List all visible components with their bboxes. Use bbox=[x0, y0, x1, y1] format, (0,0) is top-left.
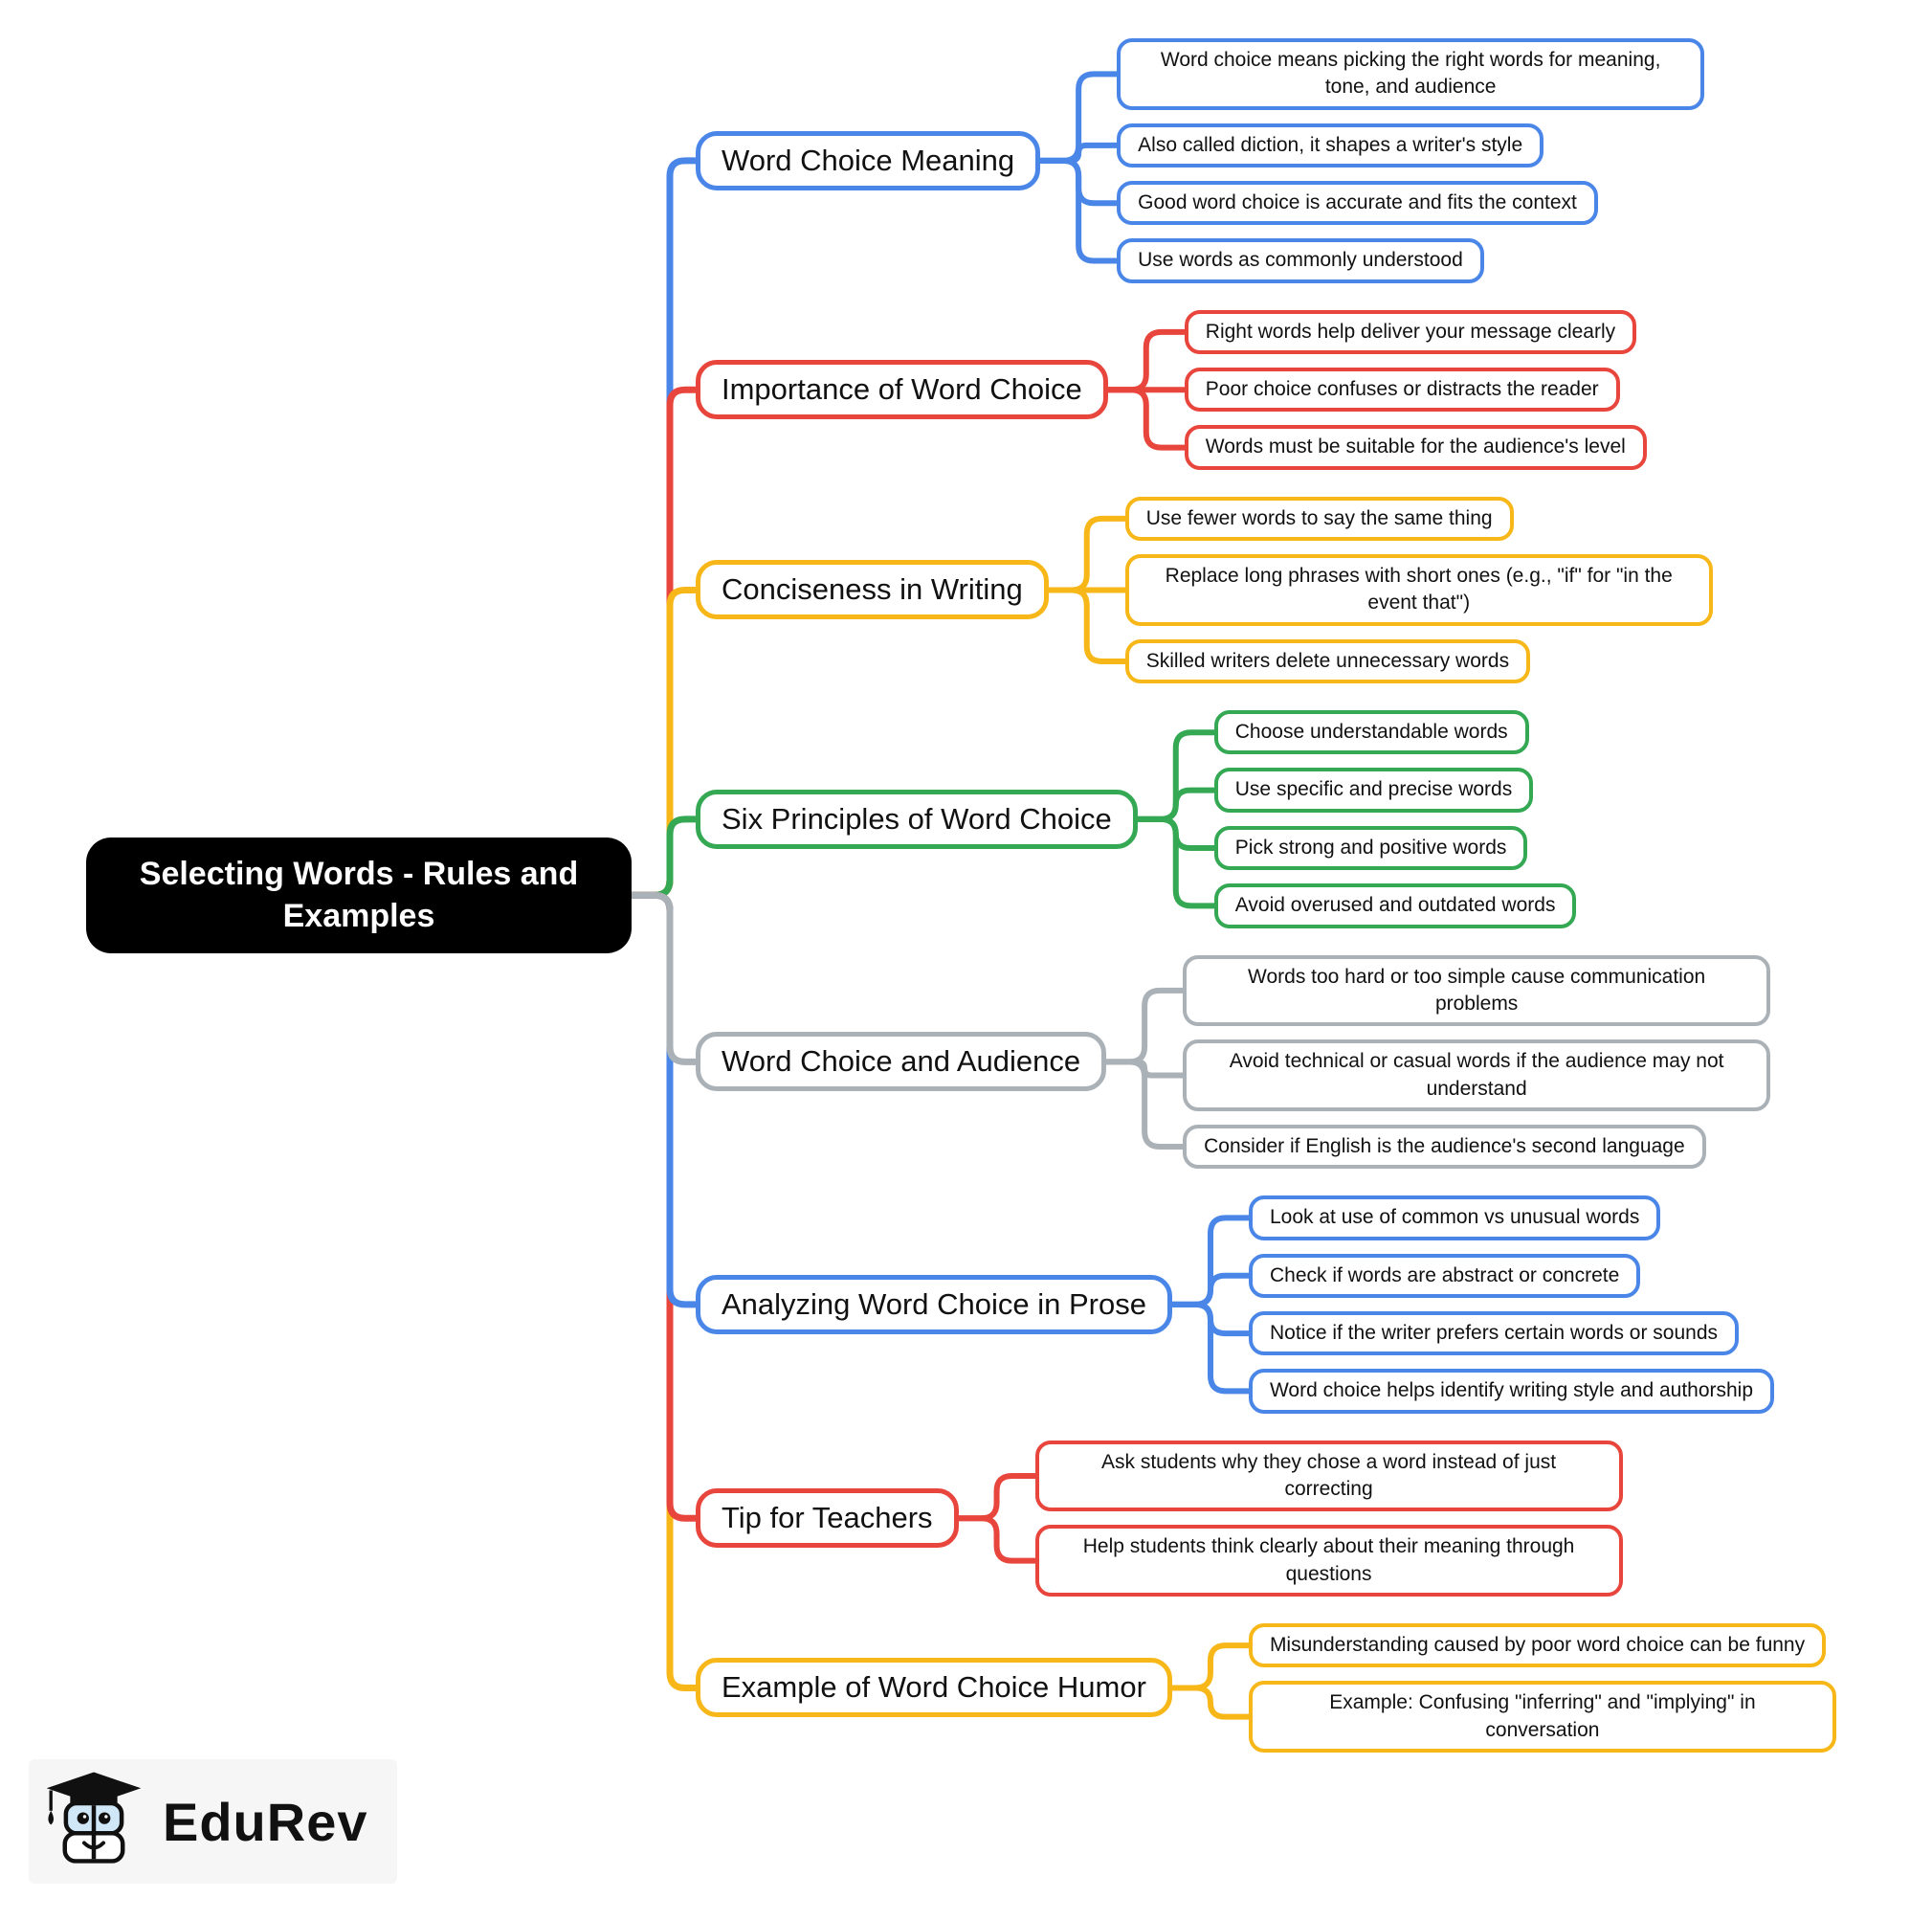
leaf-group: Words too hard or too simple cause commu… bbox=[1183, 954, 1771, 1170]
leaf-node: Use words as commonly understood bbox=[1117, 238, 1484, 283]
branch-row: Importance of Word Choice Right words hel… bbox=[696, 309, 1836, 470]
leaf-node: Consider if English is the audience's se… bbox=[1183, 1124, 1706, 1170]
leaf-node: Word choice helps identify writing style… bbox=[1248, 1369, 1775, 1414]
branch-title: Tip for Teachers bbox=[696, 1488, 959, 1549]
leaf-node: Replace long phrases with short ones (e.… bbox=[1124, 554, 1713, 626]
edurev-logo-text: EduRev bbox=[163, 1791, 368, 1852]
leaf-node: Check if words are abstract or concrete bbox=[1248, 1253, 1641, 1298]
leaf-node: Skilled writers delete unnecessary words bbox=[1124, 638, 1531, 684]
branch-title: Analyzing Word Choice in Prose bbox=[696, 1274, 1172, 1334]
leaf-node: Use fewer words to say the same thing bbox=[1124, 496, 1514, 542]
branch-title: Conciseness in Writing bbox=[696, 560, 1049, 620]
leaf-node: Use specific and precise words bbox=[1213, 768, 1534, 813]
edurev-logo: EduRev bbox=[29, 1759, 397, 1884]
leaf-node: Example: Confusing "inferring" and "impl… bbox=[1248, 1681, 1836, 1753]
branch-row: Conciseness in Writing Use fewer words to… bbox=[696, 496, 1836, 684]
leaf-group: Ask students why they chose a word inste… bbox=[1034, 1440, 1623, 1597]
branch-row: Six Principles of Word Choice Choose unde… bbox=[696, 710, 1836, 928]
edurev-mascot-icon bbox=[46, 1772, 142, 1864]
leaf-group: Word choice means picking the right word… bbox=[1117, 38, 1705, 283]
leaf-node: Choose understandable words bbox=[1213, 710, 1529, 755]
leaf-node: Help students think clearly about their … bbox=[1034, 1525, 1623, 1597]
branch-row: Example of Word Choice Humor Misunderstan… bbox=[696, 1622, 1836, 1753]
leaf-node: Notice if the writer prefers certain wor… bbox=[1248, 1310, 1740, 1356]
branch-title: Importance of Word Choice bbox=[696, 360, 1108, 420]
branch-row: Word Choice and Audience Words too hard o… bbox=[696, 954, 1836, 1170]
leaf-node: Good word choice is accurate and fits th… bbox=[1117, 181, 1598, 226]
central-topic: Selecting Words - Rules and Examples bbox=[86, 837, 632, 954]
branch-row: Analyzing Word Choice in Prose Look at us… bbox=[696, 1195, 1836, 1414]
branch-title: Example of Word Choice Humor bbox=[696, 1658, 1172, 1718]
leaf-node: Look at use of common vs unusual words bbox=[1248, 1195, 1661, 1240]
branches-container: Word Choice Meaning Word choice means pic… bbox=[696, 38, 1836, 1753]
leaf-node: Word choice means picking the right word… bbox=[1117, 38, 1705, 110]
leaf-node: Words too hard or too simple cause commu… bbox=[1183, 954, 1771, 1027]
leaf-node: Ask students why they chose a word inste… bbox=[1034, 1440, 1623, 1512]
leaf-group: Right words help deliver your message cl… bbox=[1184, 309, 1647, 470]
leaf-node: Right words help deliver your message cl… bbox=[1184, 309, 1637, 355]
leaf-node: Also called diction, it shapes a writer'… bbox=[1117, 123, 1544, 168]
leaf-node: Pick strong and positive words bbox=[1213, 825, 1528, 871]
branch-row: Word Choice Meaning Word choice means pic… bbox=[696, 38, 1836, 283]
branch-row: Tip for Teachers Ask students why they ch… bbox=[696, 1440, 1836, 1597]
branch-title: Six Principles of Word Choice bbox=[696, 789, 1138, 849]
leaf-node: Words must be suitable for the audience'… bbox=[1184, 425, 1647, 470]
branch-title: Word Choice Meaning bbox=[696, 130, 1041, 190]
leaf-group: Misunderstanding caused by poor word cho… bbox=[1248, 1622, 1836, 1753]
leaf-node: Avoid technical or casual words if the a… bbox=[1183, 1039, 1771, 1111]
branch-title: Word Choice and Audience bbox=[696, 1032, 1107, 1092]
leaf-node: Misunderstanding caused by poor word cho… bbox=[1248, 1622, 1827, 1668]
leaf-node: Poor choice confuses or distracts the re… bbox=[1184, 368, 1620, 413]
leaf-node: Avoid overused and outdated words bbox=[1213, 883, 1577, 928]
